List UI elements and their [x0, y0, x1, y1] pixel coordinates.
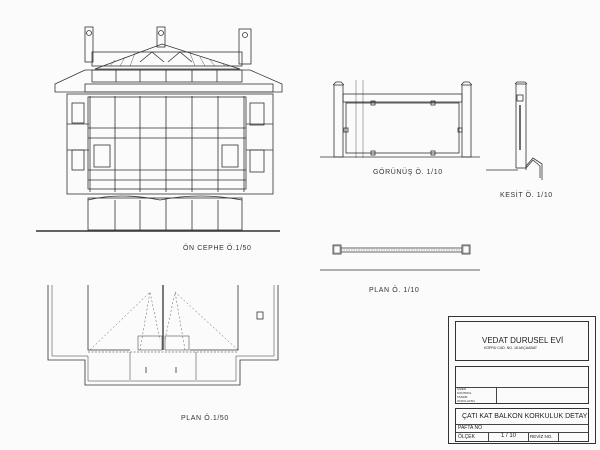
sheet-title: ÇATI KAT BALKON KORKULUK DETAYI	[462, 413, 590, 420]
project-address: KÖPRÜ CAD. NO. 18 AKÇAABAT	[484, 346, 538, 350]
railing-elevation-detail	[320, 80, 480, 158]
section-label: KESİT Ö. 1/10	[500, 192, 553, 199]
railing-plan-detail	[320, 244, 480, 271]
sheet-info-box: ÇATI KAT BALKON KORKULUK DETAYI PAFTA NO…	[455, 408, 589, 442]
front-elevation-label: ÖN CEPHE Ö.1/50	[183, 245, 252, 252]
project-box: VEDAT DURUSEL EVİ KÖPRÜ CAD. NO. 18 AKÇA…	[455, 321, 589, 361]
scale-label: ÖLÇEK	[458, 434, 475, 440]
railing-section-detail	[486, 81, 543, 180]
elevation-detail-label: GÖRÜNÜŞ Ö. 1/10	[373, 169, 443, 176]
revision-label: REVİZ NO.	[530, 434, 553, 439]
floor-plan	[47, 285, 279, 386]
floor-plan-label: PLAN Ö.1/50	[181, 415, 229, 422]
signature-box: ÇİZEN KONTROL TASDİK ONAYLAYAN	[455, 366, 589, 404]
project-name: VEDAT DURUSEL EVİ	[482, 336, 564, 345]
signature-row: TASDİK	[457, 395, 468, 399]
detail-plan-label: PLAN Ö. 1/10	[369, 287, 420, 294]
signature-row: ONAYLAYAN	[457, 399, 475, 403]
sheet-no-label: PAFTA NO	[458, 425, 482, 431]
signature-row: KONTROL	[457, 391, 472, 395]
front-elevation	[36, 26, 283, 232]
signature-row: ÇİZEN	[457, 387, 466, 391]
scale-value: 1 / 10	[501, 433, 517, 439]
title-block: VEDAT DURUSEL EVİ KÖPRÜ CAD. NO. 18 AKÇA…	[448, 316, 596, 444]
